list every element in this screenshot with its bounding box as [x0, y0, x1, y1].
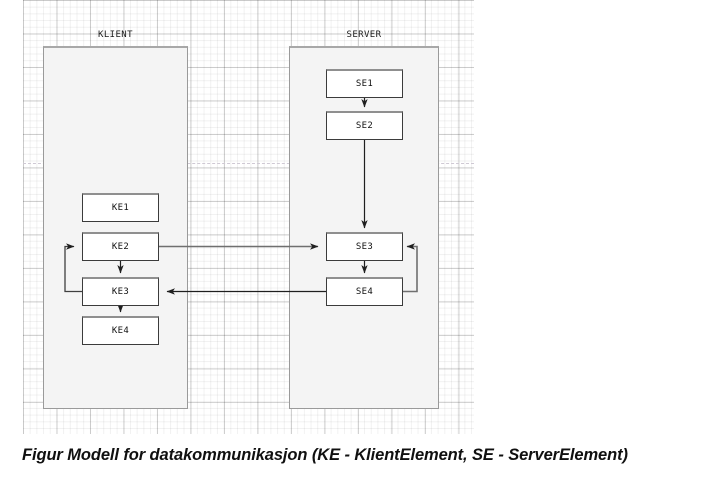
node-ke1[interactable]: KE1 — [82, 193, 159, 222]
node-se4[interactable]: SE4 — [326, 277, 403, 306]
lane-label-klient: KLIENT — [98, 30, 133, 40]
node-ke4[interactable]: KE4 — [82, 316, 159, 345]
lane-klient — [43, 46, 188, 409]
node-ke2[interactable]: KE2 — [82, 232, 159, 261]
dashed-guide-line — [23, 163, 474, 164]
node-se2[interactable]: SE2 — [326, 111, 403, 140]
node-ke3[interactable]: KE3 — [82, 277, 159, 306]
node-se1[interactable]: SE1 — [326, 69, 403, 98]
figure-caption: Figur Modell for datakommunikasjon (KE -… — [22, 446, 628, 464]
node-se3[interactable]: SE3 — [326, 232, 403, 261]
lane-label-server: SERVER — [346, 30, 382, 40]
lane-server — [289, 46, 439, 409]
